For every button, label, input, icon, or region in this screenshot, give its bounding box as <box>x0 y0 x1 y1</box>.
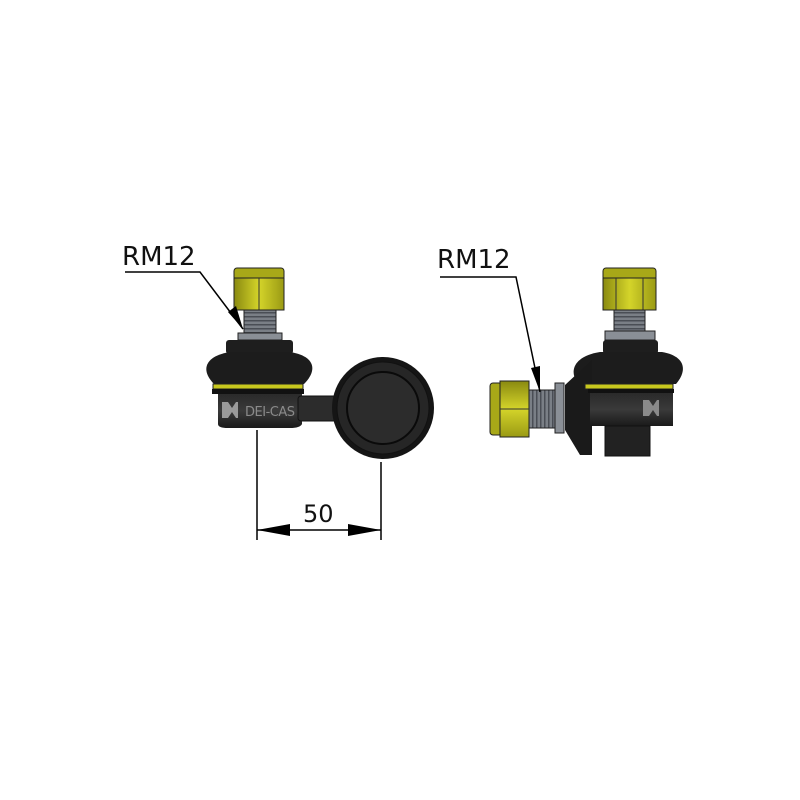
thread-stud <box>243 309 277 335</box>
arrowhead <box>531 366 540 392</box>
ball-joint-housing <box>590 393 673 457</box>
callout-label: RM12 <box>122 242 196 272</box>
thread-stud-side <box>527 389 556 429</box>
thread-callout-left: RM12 <box>122 242 244 330</box>
ball-joint-housing: DEI-CAS <box>218 394 302 428</box>
arrowhead <box>228 306 243 329</box>
rubber-boot <box>565 340 683 455</box>
arrowhead <box>348 524 381 536</box>
nut-side <box>489 380 530 438</box>
dimension-50: 50 <box>256 430 382 540</box>
eye-end <box>332 357 434 459</box>
logo-text: DEI-CAS <box>245 405 295 420</box>
nut-top <box>233 267 285 311</box>
arrowhead <box>257 524 290 536</box>
thread-callout-right: RM12 <box>437 245 541 393</box>
right-view-stabilizer-link <box>489 267 683 457</box>
washer <box>604 330 656 341</box>
washer <box>237 332 283 341</box>
washer-side <box>554 382 565 434</box>
rubber-boot <box>206 340 313 394</box>
callout-label: RM12 <box>437 245 511 275</box>
logo-icon <box>643 400 659 416</box>
left-view-stabilizer-link: DEI-CAS <box>206 267 434 459</box>
thread-stud <box>613 309 646 332</box>
dimension-value: 50 <box>303 500 334 528</box>
nut-top <box>602 267 657 311</box>
logo-icon <box>222 402 238 418</box>
